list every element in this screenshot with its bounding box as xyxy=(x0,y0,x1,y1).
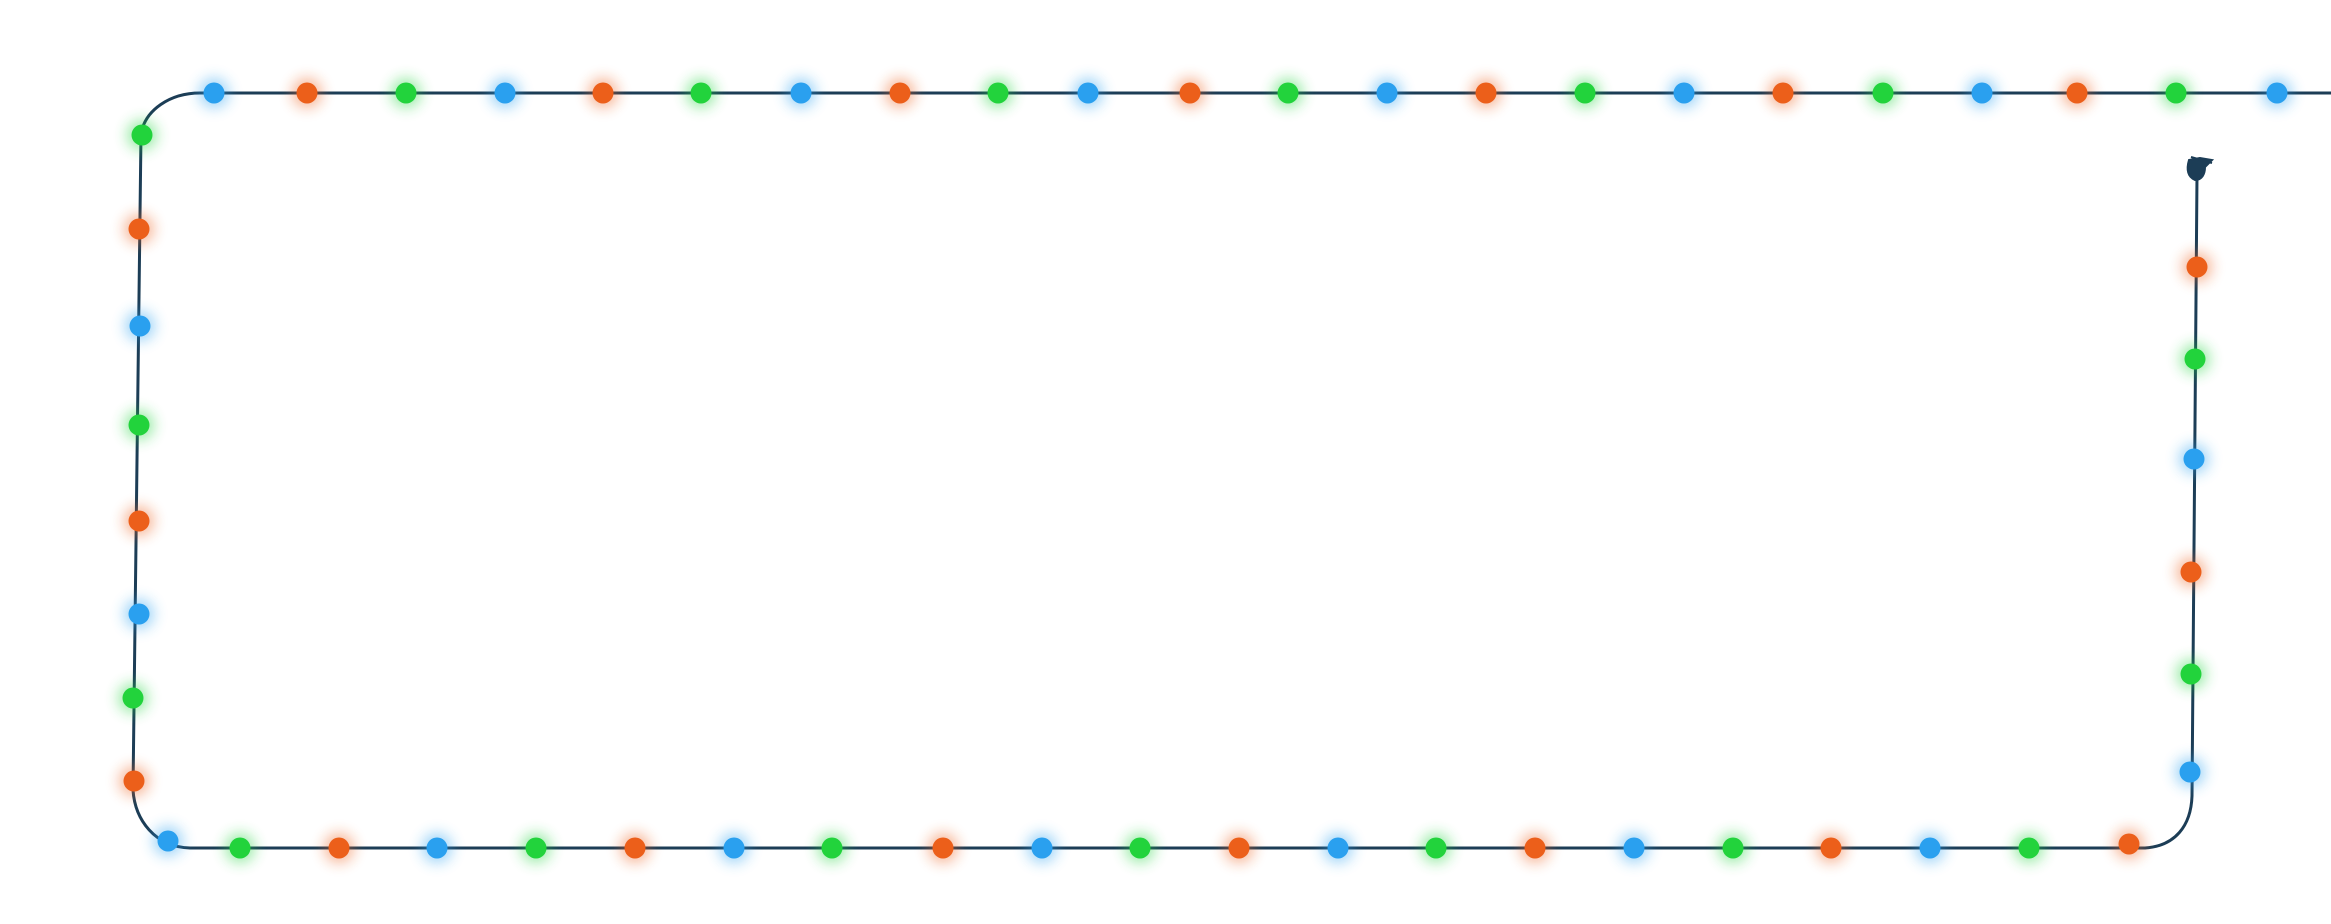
light-bulb xyxy=(328,837,350,859)
light-bulb xyxy=(123,770,145,792)
light-bulb xyxy=(2066,82,2088,104)
light-bulb xyxy=(426,837,448,859)
light-bulb xyxy=(2018,837,2040,859)
light-bulb xyxy=(2118,833,2140,855)
light-string-wire xyxy=(131,91,2331,850)
light-bulb xyxy=(1623,837,1645,859)
light-bulb xyxy=(1820,837,1842,859)
light-bulb xyxy=(1425,837,1447,859)
light-bulb xyxy=(157,830,179,852)
light-bulb xyxy=(128,414,150,436)
light-bulb xyxy=(2184,348,2206,370)
light-bulb xyxy=(129,315,151,337)
light-bulb xyxy=(122,687,144,709)
light-bulb xyxy=(1077,82,1099,104)
light-bulb xyxy=(987,82,1009,104)
light-bulbs xyxy=(118,78,2292,863)
light-bulb xyxy=(1277,82,1299,104)
light-bulb xyxy=(2180,663,2202,685)
light-bulb xyxy=(128,218,150,240)
light-bulb xyxy=(2266,82,2288,104)
light-bulb xyxy=(932,837,954,859)
light-bulb xyxy=(131,124,153,146)
light-bulb xyxy=(128,603,150,625)
light-bulb xyxy=(1129,837,1151,859)
light-bulb xyxy=(2180,561,2202,583)
light-bulb xyxy=(296,82,318,104)
light-bulb xyxy=(592,82,614,104)
light-bulb xyxy=(1722,837,1744,859)
light-bulb xyxy=(494,82,516,104)
light-bulb xyxy=(821,837,843,859)
light-bulb xyxy=(1919,837,1941,859)
light-bulb xyxy=(1524,837,1546,859)
plug-icon xyxy=(2186,156,2215,182)
light-bulb xyxy=(1971,82,1993,104)
light-bulb xyxy=(1376,82,1398,104)
light-bulb xyxy=(395,82,417,104)
light-bulb xyxy=(2186,256,2208,278)
light-bulb xyxy=(1673,82,1695,104)
light-bulb xyxy=(790,82,812,104)
light-bulb xyxy=(1031,837,1053,859)
light-bulb xyxy=(525,837,547,859)
light-bulb xyxy=(1228,837,1250,859)
light-bulb xyxy=(723,837,745,859)
light-bulb xyxy=(2165,82,2187,104)
light-bulb xyxy=(1179,82,1201,104)
light-bulb xyxy=(1475,82,1497,104)
light-bulb xyxy=(624,837,646,859)
light-bulb xyxy=(229,837,251,859)
light-bulb xyxy=(1872,82,1894,104)
light-bulb xyxy=(2179,761,2201,783)
light-bulb xyxy=(690,82,712,104)
light-bulb xyxy=(1327,837,1349,859)
light-bulb xyxy=(203,82,225,104)
light-bulb xyxy=(889,82,911,104)
light-bulb xyxy=(1772,82,1794,104)
light-bulb xyxy=(128,510,150,532)
light-bulb xyxy=(2183,448,2205,470)
light-bulb xyxy=(1574,82,1596,104)
